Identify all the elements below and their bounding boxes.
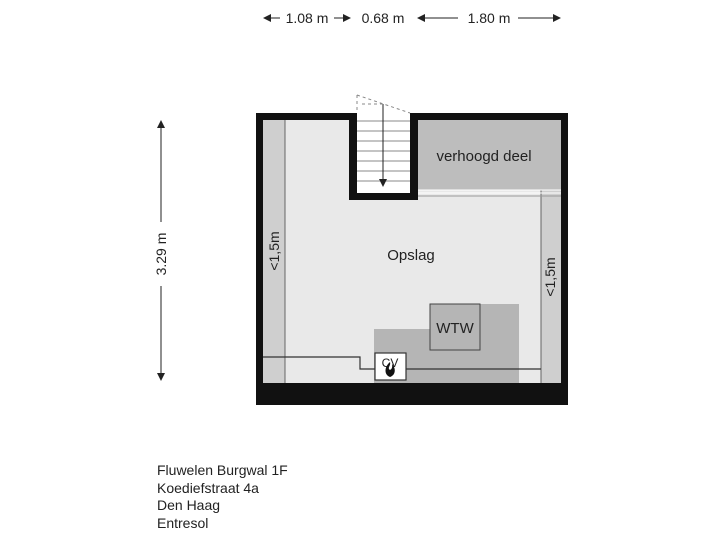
address-line-2: Koediefstraat 4a: [157, 479, 259, 496]
low-zone-left: [263, 120, 285, 383]
raised-area: [418, 120, 561, 190]
room-label-opslag: Opslag: [387, 247, 435, 264]
address-line-3: Den Haag: [157, 497, 221, 513]
dimension-label-3: 1.80 m: [468, 10, 511, 26]
address-line-4: Entresol: [157, 514, 209, 531]
address-line-1: Fluwelen Burgwal 1F: [157, 462, 288, 478]
cv-boiler: CV: [374, 352, 407, 381]
wtw-unit: [429, 303, 481, 351]
pipe-line: [263, 356, 541, 370]
wtw-label: WTW: [436, 320, 474, 337]
dimension-label-1: 1.08 m: [286, 10, 329, 26]
low-ceiling-label-right: <1,5m: [542, 257, 558, 296]
address-block: Fluwelen Burgwal 1F Koediefstraat 4a Den…: [157, 462, 288, 532]
bottom-wall: [256, 383, 568, 405]
low-ceiling-label-left: <1,5m: [266, 231, 282, 270]
stair-upper-dashed: [356, 94, 411, 114]
left-dimension-line: 3.29 m: [153, 120, 169, 381]
dimension-label-vertical: 3.29 m: [153, 233, 169, 276]
room-label-raised: verhoogd deel: [436, 148, 531, 165]
top-dimension-line: 1.08 m 0.68 m 1.80 m: [263, 10, 561, 26]
flame-icon: [385, 362, 395, 377]
dimension-label-2: 0.68 m: [362, 10, 405, 26]
